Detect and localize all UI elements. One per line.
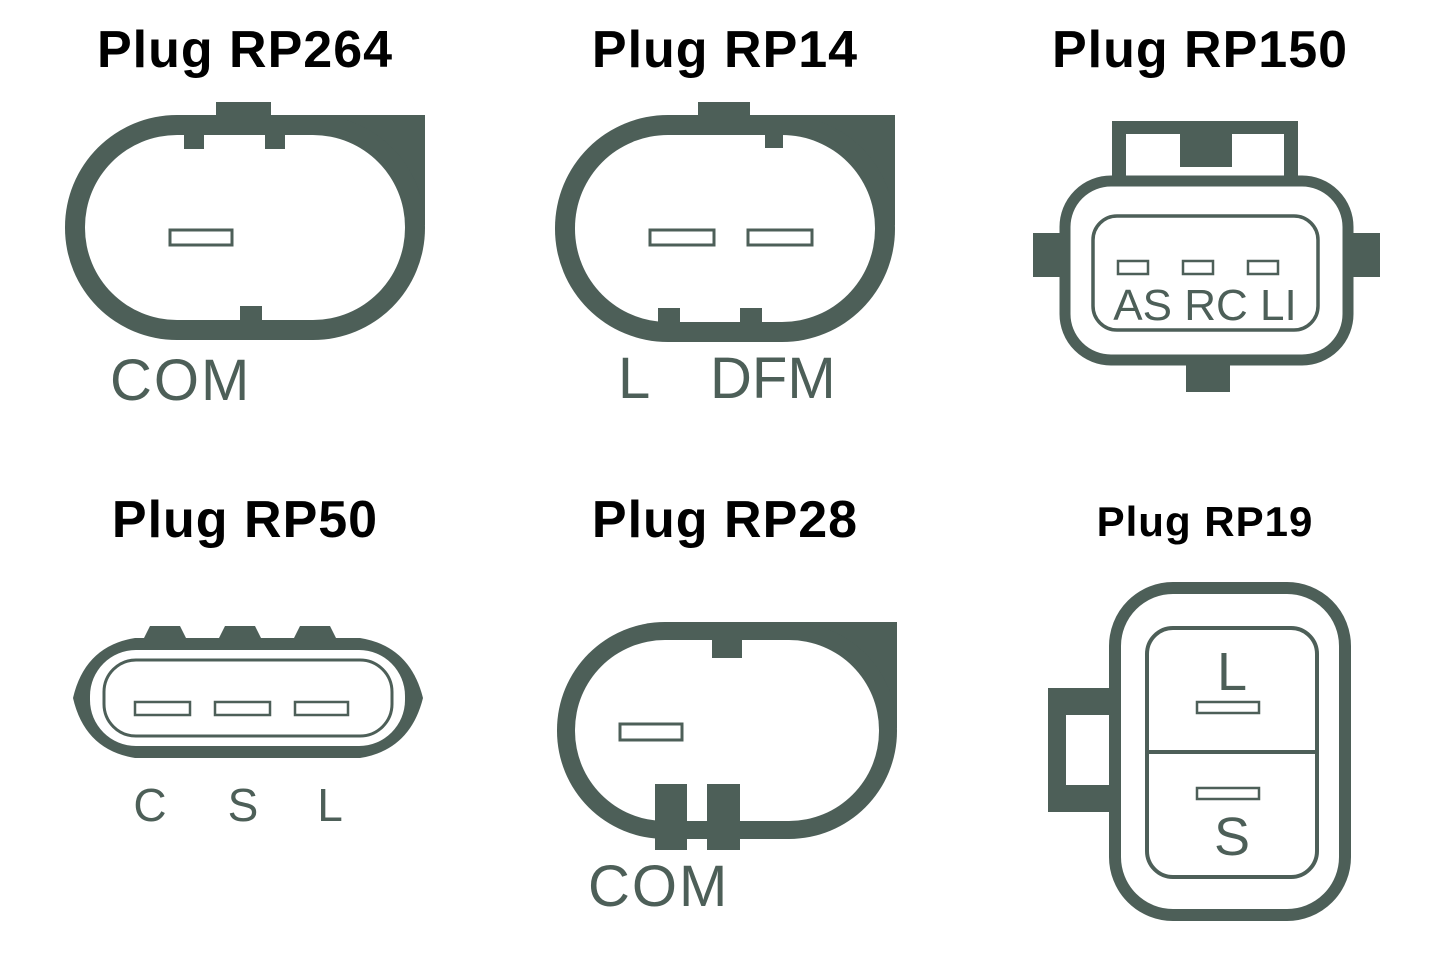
plug-rp28: Plug RP28 COM [530,490,920,916]
rp50-terminal-label-s: S [228,779,259,831]
rp28-terminal-slot [618,722,684,742]
rp264-cavity [85,135,405,320]
plug-rp50: Plug RP50 C S L [40,490,450,846]
rp14-key-notch-bottom-2 [740,308,762,322]
rp28-bottom-tab-2 [707,784,740,850]
rp14-key-notch-bottom-1 [658,308,680,322]
plug-rp264-title: Plug RP264 [96,21,394,79]
plug-rp150: Plug RP150 AS RC LI [1000,20,1400,408]
rp28-connector-drawing: COM [557,622,897,916]
plug-rp28-title: Plug RP28 [591,491,859,549]
rp19-bracket-prong-bottom [1048,785,1118,812]
rp50-inner-shell [102,658,394,738]
rp150-connector-drawing: AS RC LI [1033,121,1380,392]
plug-rp19-title: Plug RP19 [1096,498,1314,545]
rp150-top-lug [1180,121,1232,167]
rp19-terminal-slot-s [1195,786,1261,801]
rp264-terminal-slot [168,228,234,247]
rp50-terminal-slot-c [133,700,192,717]
rp50-terminal-slot-s [213,700,272,717]
plug-rp14: Plug RP14 L DFM [530,20,920,420]
rp14-key-notch-top [765,135,783,148]
rp19-bracket-prong-top [1048,688,1118,715]
rp19-bracket-bar [1048,688,1066,812]
rp50-connector-drawing: C S L [73,626,423,831]
rp28-key-notch-top [712,640,742,658]
rp14-terminal-label-dfm: DFM [710,346,836,411]
rp50-top-bump-2 [213,626,267,650]
rp264-key-notch-top-2 [265,135,285,149]
rp28-terminal-label: COM [588,854,729,916]
rp50-top-bump-1 [138,626,192,650]
rp150-top-post-left [1112,121,1126,187]
rp14-terminal-label-l: L [618,346,650,411]
rp264-terminal-label: COM [110,348,251,413]
plug-rp14-title: Plug RP14 [591,21,859,79]
rp50-terminal-label-l: L [317,779,343,831]
rp19-connector-drawing: L S [1048,582,1351,921]
plug-rp150-title: Plug RP150 [1051,21,1349,79]
rp150-terminal-slot-as [1116,259,1150,276]
rp264-key-notch-bottom [240,306,262,320]
plug-rp19: Plug RP19 L S [1010,496,1400,930]
rp50-cavity [90,650,405,746]
rp14-terminal-slot-dfm [746,228,814,247]
rp14-terminal-slot-l [648,228,716,247]
rp150-terminal-labels: AS RC LI [1113,281,1296,330]
rp19-terminal-slot-l [1195,700,1261,715]
rp264-connector-drawing: COM [65,102,425,413]
plug-rp264: Plug RP264 COM [40,20,450,420]
rp14-connector-drawing: L DFM [555,102,895,411]
rp14-cavity [575,135,875,322]
rp28-cavity [575,640,879,821]
rp28-bottom-tab-1 [655,784,687,850]
rp50-top-bump-3 [288,626,342,650]
rp150-terminal-slot-rc [1181,259,1215,276]
rp19-terminal-label-s: S [1214,807,1250,867]
rp50-terminal-label-c: C [133,779,166,831]
rp19-terminal-label-l: L [1217,642,1247,702]
rp150-top-post-right [1284,121,1298,187]
rp150-terminal-slot-li [1246,259,1280,276]
plug-rp50-title: Plug RP50 [111,491,379,549]
rp264-key-notch-top-1 [184,135,204,149]
rp50-terminal-slot-l [293,700,350,717]
